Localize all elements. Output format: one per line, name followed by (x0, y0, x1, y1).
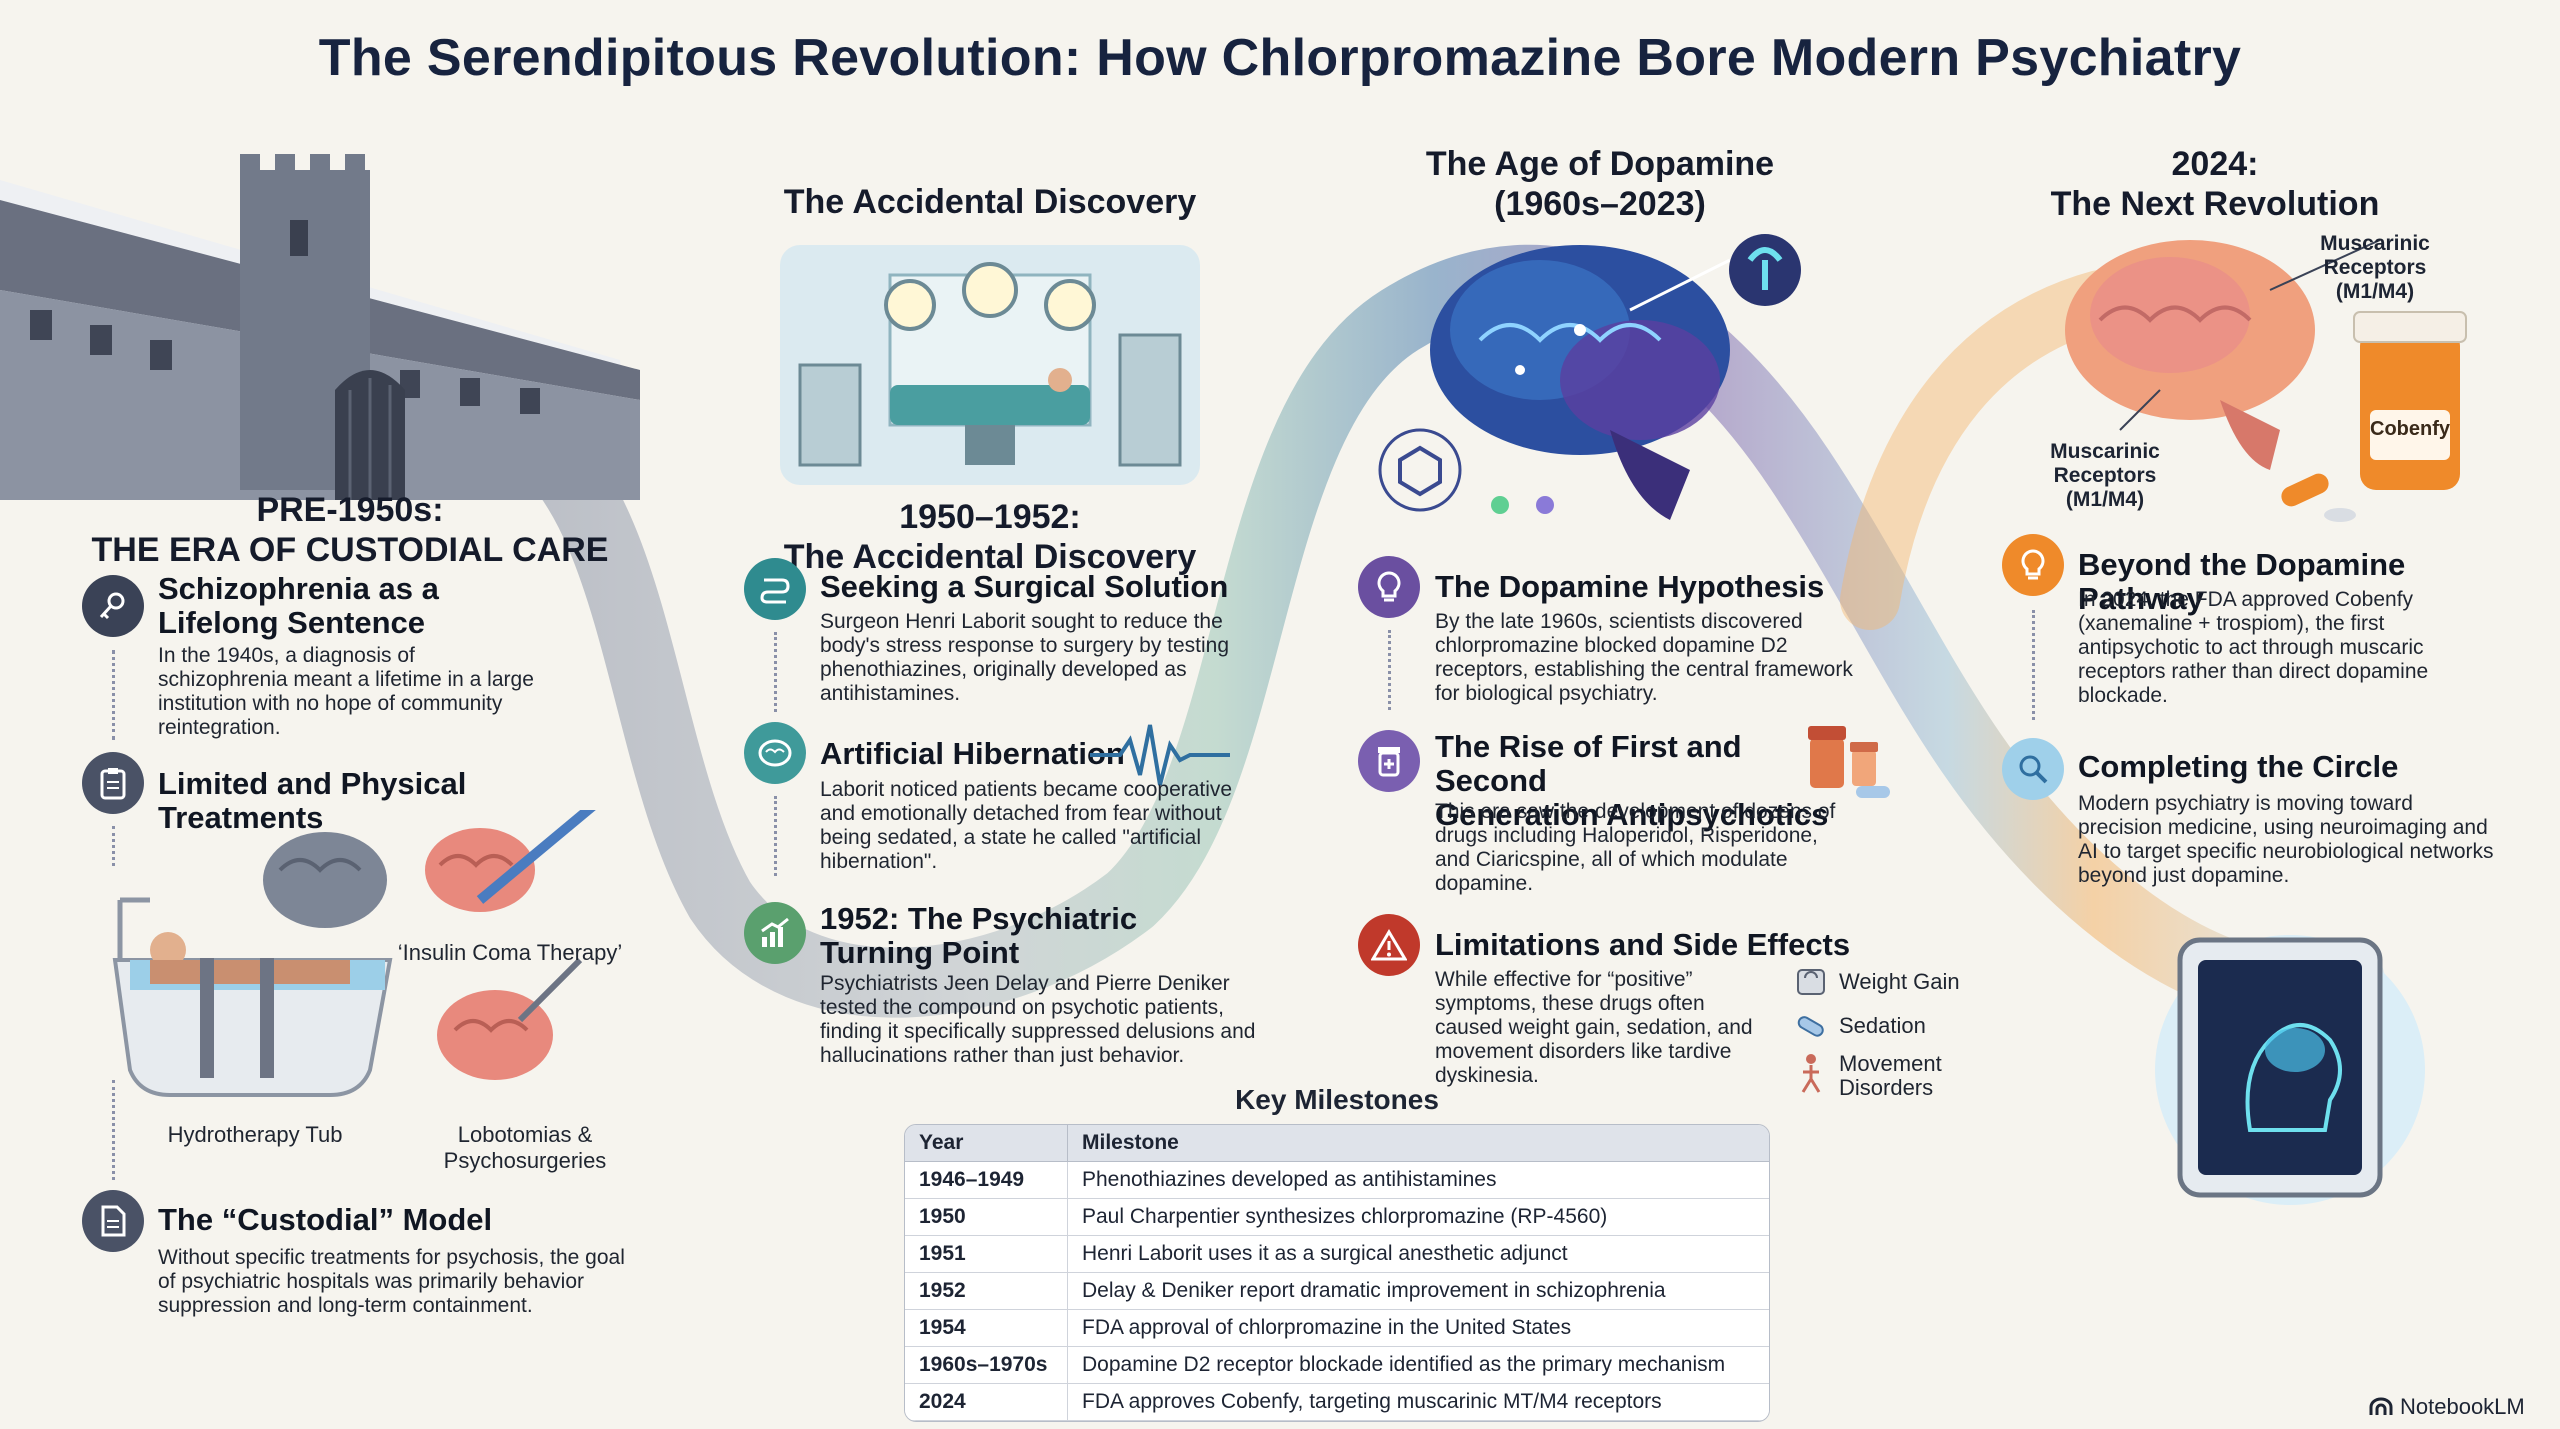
treatments-illustration (112, 810, 596, 1097)
column-header-year: Year (905, 1125, 1068, 1162)
pill-bottle-icon (1358, 730, 1420, 792)
medication-bottles-icon (1808, 726, 1890, 798)
connector-dots (774, 796, 777, 876)
col2-sec1-title: Seeking a Surgical Solution (820, 569, 1229, 604)
asylum-illustration (0, 154, 640, 500)
column-header-milestone: Milestone (1067, 1125, 1769, 1162)
lightbulb-icon (1358, 556, 1420, 618)
col2-heading: 1950–1952:The Accidental Discovery (783, 498, 1197, 576)
document-icon (82, 1190, 144, 1252)
waveform-icon (1090, 724, 1230, 786)
col2-top-heading: The Accidental Discovery (783, 183, 1197, 221)
operating-room-illustration (780, 245, 1200, 485)
col2-sec2-title: Artificial Hibernation (820, 736, 1125, 771)
milestones-title: Key Milestones (1235, 1084, 1439, 1115)
connector-dots (774, 632, 777, 712)
route-icon (744, 558, 806, 620)
col2-sec3-body: Psychiatrists Jeen Delay and Pierre Deni… (820, 972, 1256, 1067)
brand-badge: NotebookLM (2368, 1394, 2525, 1420)
col2-sec1-body: Surgeon Henri Laborit sought to reduce t… (820, 610, 1230, 705)
connector-dots (2032, 610, 2035, 720)
col3-sec1-title: The Dopamine Hypothesis (1435, 569, 1825, 604)
muscarinic-brain-illustration (2065, 239, 2467, 522)
page-title: The Serendipitous Revolution: How Chlorp… (318, 29, 2242, 87)
dopamine-brain-illustration (1378, 234, 1801, 520)
hydro-caption: Hydrotherapy Tub (167, 1122, 343, 1147)
bottle-label: Cobenfy (2370, 418, 2450, 440)
col1-sec3-body: Without specific treatments for psychosi… (158, 1246, 625, 1317)
col1-sec1-body: In the 1940s, a diagnosis of schizophren… (158, 644, 534, 739)
side-effect-weight: Weight Gain (1795, 966, 1960, 998)
connector-dots (112, 826, 115, 866)
chart-up-icon (744, 902, 806, 964)
brain-icon (744, 722, 806, 784)
col4-sec1-body: In 2024, the FDA approved Cobenfy (xanem… (2078, 588, 2429, 707)
tablet-neuroimaging-illustration (2155, 935, 2425, 1205)
connector-dots (1388, 630, 1391, 710)
col3-sec2-body: This era saw the development of dozens o… (1435, 800, 1836, 895)
col1-sec3-title: The “Custodial” Model (158, 1202, 493, 1237)
side-effect-movement: Movement Disorders (1795, 1052, 1942, 1100)
lightbulb-icon (2002, 534, 2064, 596)
clipboard-icon (82, 752, 144, 814)
col4-sec1-title: Beyond the Dopamine Pathway (2078, 547, 2406, 616)
notebooklm-logo-icon (2368, 1397, 2394, 1417)
col3-sec3-body: While effective for “positive” symptoms,… (1435, 968, 1753, 1087)
lobotomy-caption: Lobotomias &Psychosurgeries (443, 1122, 607, 1173)
key-icon (82, 575, 144, 637)
connector-dots (112, 1080, 115, 1180)
scale-icon (1795, 966, 1827, 998)
side-effect-sedation: Sedation (1795, 1010, 1926, 1042)
col1-heading: PRE-1950s: THE ERA OF CUSTODIAL CARE (91, 491, 609, 569)
warning-icon (1358, 914, 1420, 976)
col3-sec3-title: Limitations and Side Effects (1435, 927, 1851, 962)
col1-sec2-title: Limited and Physical Treatments (158, 766, 467, 835)
col3-sec1-body: By the late 1960s, scientists discovered… (1435, 610, 1853, 705)
walking-person-icon (1795, 1052, 1827, 1096)
col4-heading: 2024:The Next Revolution (2050, 145, 2380, 223)
col4-sec2-body: Modern psychiatry is moving toward preci… (2078, 792, 2494, 887)
col3-heading: The Age of Dopamine(1960s–2023) (1425, 145, 1775, 223)
connector-dots (112, 650, 115, 740)
col2-sec2-body: Laborit noticed patients became cooperat… (820, 778, 1233, 873)
magnifier-icon (2002, 738, 2064, 800)
col4-sec2-title: Completing the Circle (2078, 749, 2399, 784)
capsule-icon (1795, 1010, 1827, 1042)
insulin-caption: ‘Insulin Coma Therapy’ (397, 940, 623, 965)
